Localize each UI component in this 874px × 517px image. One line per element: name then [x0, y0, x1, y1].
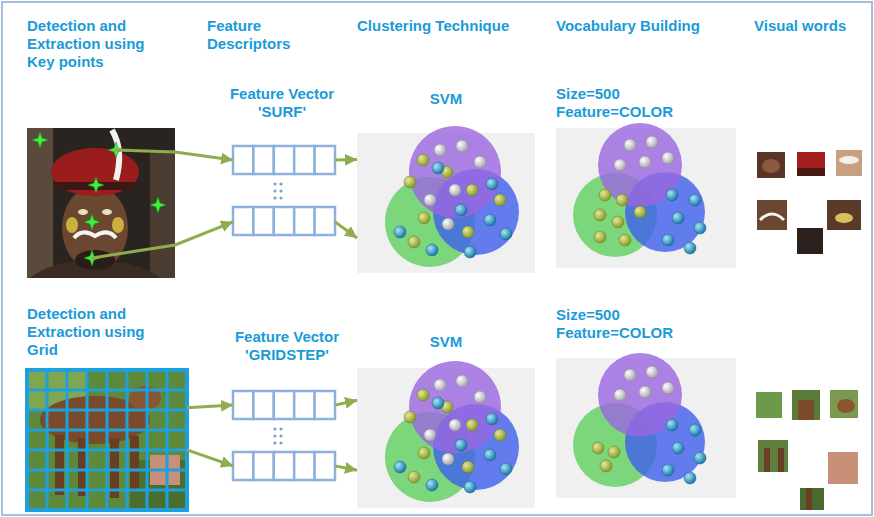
- node-heading: Feature Vector 'SURF': [207, 85, 357, 121]
- feature-vector-stack: Feature Vector 'SURF': [233, 143, 335, 238]
- flow-arrow: [335, 222, 357, 238]
- flow-arrow: [335, 158, 357, 162]
- cluster-plot: [357, 361, 535, 508]
- node-heading: Feature Vector 'GRIDSTEP': [212, 328, 362, 364]
- node-heading: SVM: [357, 90, 535, 108]
- ellipsis-dots: [273, 182, 282, 444]
- cluster-plot: [357, 126, 535, 273]
- vocabulary-plot: [556, 353, 736, 498]
- flow-arrow: [175, 152, 233, 160]
- node-heading: SVM: [357, 333, 535, 351]
- node-heading: Size=500 Feature=COLOR: [556, 306, 706, 342]
- column-header: Vocabulary Building: [556, 17, 746, 35]
- node-heading: Detection and Extraction using Key point…: [27, 17, 167, 71]
- visual-word-patches: [756, 150, 862, 510]
- flow-arrow: [175, 222, 233, 245]
- node-heading: Size=500 Feature=COLOR: [556, 85, 706, 121]
- grid-photo: [27, 370, 187, 510]
- flow-arrow: [335, 466, 357, 470]
- cluster-panel: SVM: [357, 368, 535, 508]
- flow-arrow: [187, 450, 233, 466]
- image-panel: Detection and Extraction using Grid: [27, 370, 187, 510]
- portrait-photo: [27, 128, 175, 278]
- flow-arrow: [187, 405, 233, 408]
- cluster-panel: SVM: [357, 133, 535, 273]
- feature-vector-cells: [233, 146, 335, 480]
- vocabulary-plot: [556, 123, 736, 268]
- feature-vector-stack: Feature Vector 'GRIDSTEP': [233, 388, 335, 483]
- vocabulary-panel: Size=500 Feature=COLOR: [556, 358, 736, 498]
- column-header: Feature Descriptors: [207, 17, 327, 53]
- sampling-grid: [27, 370, 187, 510]
- flow-arrow: [335, 400, 357, 405]
- column-header: Visual words: [754, 17, 869, 35]
- node-heading: Detection and Extraction using Grid: [27, 305, 167, 359]
- image-panel: Detection and Extraction using Key point…: [27, 128, 175, 278]
- vocabulary-panel: Size=500 Feature=COLOR: [556, 128, 736, 268]
- column-header: Clustering Technique: [357, 17, 552, 35]
